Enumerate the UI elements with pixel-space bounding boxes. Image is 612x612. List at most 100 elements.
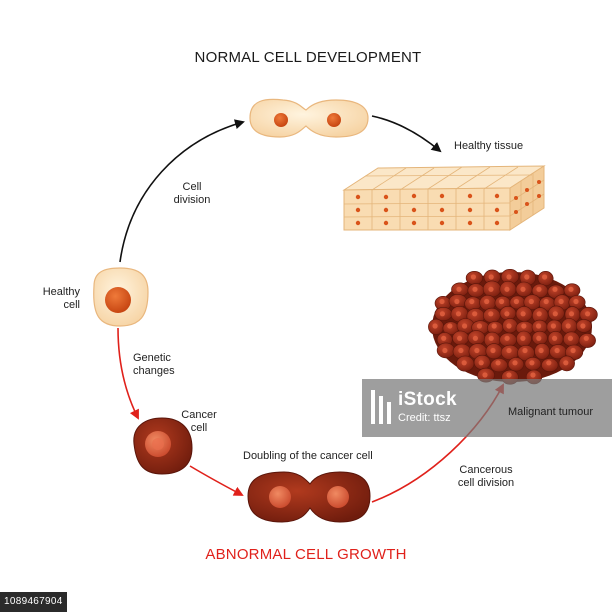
tumour-cell-nucleus xyxy=(458,347,464,354)
tumour-cell-nucleus xyxy=(580,323,586,329)
tumour-cell-nucleus xyxy=(506,372,512,378)
tumour-cell-nucleus xyxy=(504,311,510,317)
label-doubling: Doubling of the cancer cell xyxy=(243,450,373,462)
tumour-cell-nucleus xyxy=(565,323,571,329)
tumour-cell-nucleus xyxy=(447,323,453,329)
tumour-cell-nucleus xyxy=(552,335,558,341)
arrow-cancer-to-doubling xyxy=(189,465,244,496)
label-cancer-cell-line2: cell xyxy=(190,422,208,434)
label-malignant-tumour: Malignant tumour xyxy=(508,406,593,418)
istock-logo-icon xyxy=(371,390,391,424)
tumour-cell-nucleus xyxy=(472,335,478,341)
arrow-healthy-to-division xyxy=(119,119,245,263)
tumour-cell-nucleus xyxy=(520,311,526,317)
stock-id-badge: 1089467904 xyxy=(0,592,67,612)
label-cancerous-division-line2: cell division xyxy=(457,477,515,489)
label-genetic-changes-line1: Genetic xyxy=(133,352,171,364)
label-cancer-cell-line1: Cancer xyxy=(181,409,217,421)
tumour-cell-nucleus xyxy=(522,347,528,354)
tumour-cell-nucleus xyxy=(536,286,542,292)
tumour-cell-nucleus xyxy=(488,335,494,341)
label-healthy-cell-line1: Healthy xyxy=(42,286,80,298)
tumour-cell-nucleus xyxy=(524,274,530,280)
watermark-credit: Credit: ttsz xyxy=(398,412,451,424)
tumour-cell-nucleus xyxy=(538,347,544,354)
label-healthy-tissue: Healthy tissue xyxy=(454,140,524,152)
tumour-cell-nucleus xyxy=(520,286,526,292)
tumour-cell-nucleus xyxy=(536,323,542,329)
arrow-division-to-tissue xyxy=(371,115,442,153)
tumour-cell-nucleus xyxy=(570,347,576,354)
tumour-cell-nucleus xyxy=(583,335,589,341)
tumour-cell-nucleus xyxy=(529,360,535,366)
tumour-cell-nucleus xyxy=(456,286,462,292)
watermark-band xyxy=(362,379,612,437)
tumour-cell-nucleus xyxy=(552,311,558,317)
label-cancer-cell: Cancer cell xyxy=(178,409,220,435)
label-cancerous-division: Cancerous cell division xyxy=(444,464,528,490)
tumour-cell-nucleus xyxy=(470,274,476,280)
tumour-cell-nucleus xyxy=(573,298,579,305)
tumour-cell-nucleus xyxy=(512,360,518,366)
label-genetic-changes: Genetic changes xyxy=(133,352,175,378)
label-cell-division-line1: Cell xyxy=(182,181,202,193)
dividing-healthy-cell xyxy=(249,98,369,138)
tumour-cell-nucleus xyxy=(543,298,549,305)
tumour-cell-nucleus xyxy=(488,286,494,292)
tumour-cell-nucleus xyxy=(506,323,512,329)
tumour-cell-nucleus xyxy=(462,323,468,329)
tumour-cell-nucleus xyxy=(542,274,548,280)
tumour-cell-nucleus xyxy=(568,286,574,292)
tumour-cell-nucleus xyxy=(432,323,438,329)
tumour-cell-nucleus xyxy=(521,323,527,329)
tumour-cell-nucleus xyxy=(567,335,574,341)
tumour-cell-nucleus xyxy=(490,347,496,354)
tumour-cell-nucleus xyxy=(504,286,510,292)
tumour-cell-nucleus xyxy=(552,286,558,292)
tumour-cell-nucleus xyxy=(455,311,462,317)
tumour-cell-nucleus xyxy=(472,311,478,317)
tumour-cell-nucleus xyxy=(550,323,557,329)
tumour-cell-nucleus xyxy=(439,311,445,317)
tumour-cell-nucleus xyxy=(476,323,482,329)
cancer-cell xyxy=(133,417,193,475)
tumour-cell-nucleus xyxy=(506,274,512,280)
tumour-cell-nucleus xyxy=(554,347,560,354)
tumour-cell-nucleus xyxy=(499,298,505,305)
tumour-cell-nucleus xyxy=(520,335,526,341)
tumour-cell-nucleus xyxy=(442,347,448,354)
tumour-cell-nucleus xyxy=(457,335,463,341)
tumour-cell-nucleus xyxy=(472,286,478,292)
tumour-cell-nucleus xyxy=(536,335,542,341)
title-normal-development: NORMAL CELL DEVELOPMENT xyxy=(194,49,422,66)
tumour-cell-nucleus xyxy=(513,298,520,305)
tumour-cell-nucleus xyxy=(488,311,494,317)
healthy-cell xyxy=(93,267,149,327)
malignant-tumour xyxy=(428,269,598,385)
tumour-cell-nucleus xyxy=(482,372,488,378)
tumour-cell-nucleus xyxy=(454,298,460,305)
tumour-cell xyxy=(490,358,508,373)
healthy-tissue-block xyxy=(342,165,546,231)
arrow-healthy-to-cancer xyxy=(117,327,139,420)
tumour-cell-nucleus xyxy=(563,360,569,366)
tumour-cell-nucleus xyxy=(461,360,467,366)
tumour-cell-nucleus xyxy=(504,335,510,341)
label-cancerous-division-line1: Cancerous xyxy=(459,464,513,476)
tumour-cell-nucleus xyxy=(491,323,497,329)
label-healthy-cell-line2: cell xyxy=(63,299,80,311)
label-genetic-changes-line2: changes xyxy=(133,365,175,377)
tumour-cell-nucleus xyxy=(484,298,490,305)
title-abnormal-growth: ABNORMAL CELL GROWTH xyxy=(205,546,407,563)
tumour-cell-nucleus xyxy=(585,311,591,317)
tumour-cell-nucleus xyxy=(478,360,484,366)
tumour-cell-nucleus xyxy=(474,347,480,354)
tumour-cell-nucleus xyxy=(469,298,475,305)
label-healthy-cell: Healthy cell xyxy=(28,286,80,312)
tumour-cell-nucleus xyxy=(530,372,536,378)
tumour-cell-nucleus xyxy=(488,274,494,280)
tumour-cell-nucleus xyxy=(506,347,512,354)
doubling-cancer-cell xyxy=(247,471,371,523)
